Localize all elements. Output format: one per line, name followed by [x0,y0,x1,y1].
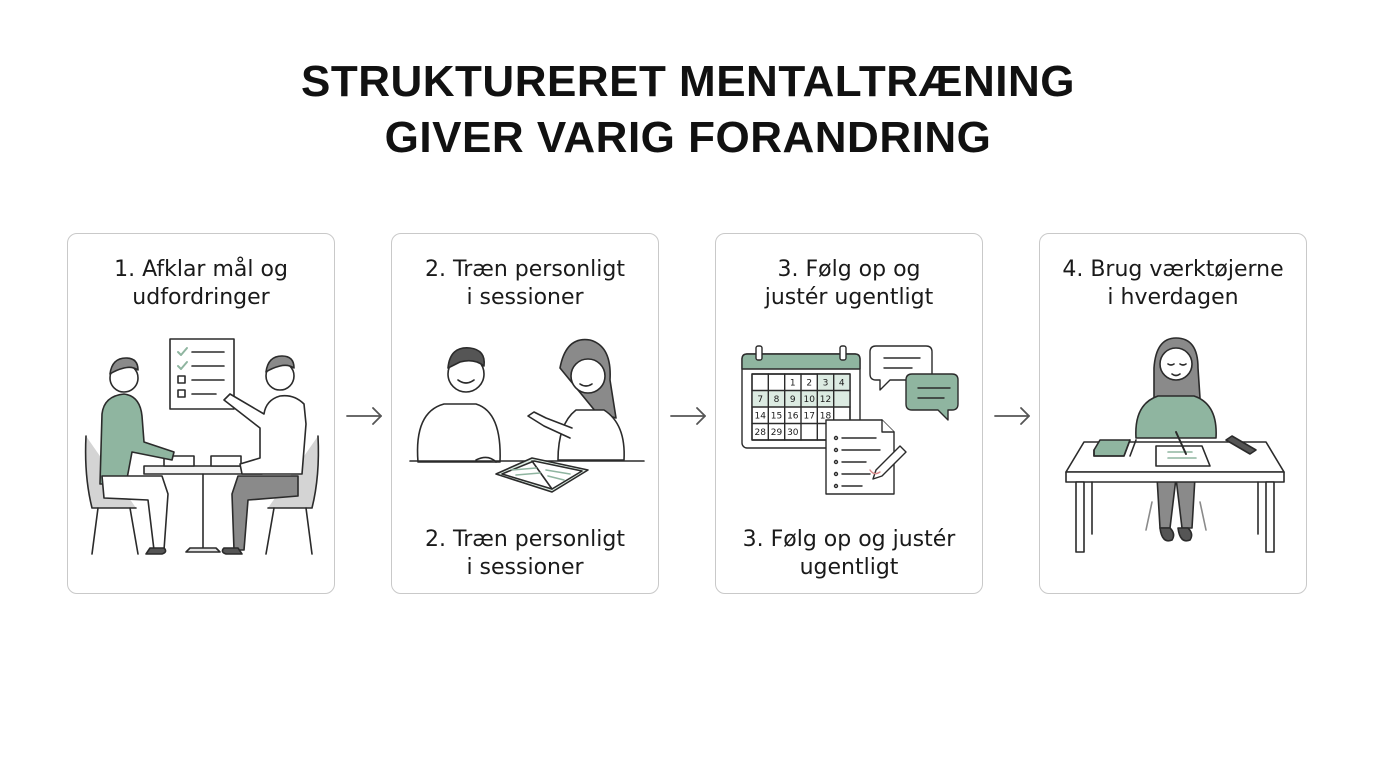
pencil-icon [869,445,907,480]
step-card-4: 4. Brug værktøjerne i hverdagen [1039,233,1307,594]
paper-sheet [1155,445,1211,467]
step-2-caption: 2. Træn personligt i sessioner [392,526,658,582]
calendar-day: 15 [771,411,782,421]
calendar-day: 16 [787,411,799,421]
step-card-2: 2. Træn personligt i sessioner [391,233,659,594]
step-1-title: 1. Afklar mål og udfordringer [68,256,334,312]
page-title-line-1: STRUKTURERET MENTALTRÆNING [301,57,1075,106]
calendar-day: 9 [790,395,796,405]
step-2-title-line-2: i sessioner [466,285,584,310]
phone-icon [1225,435,1257,455]
arrow-right-icon [670,407,706,425]
document-icon [825,419,895,495]
calendar-day: 14 [754,411,766,421]
arrow-right-icon [346,407,382,425]
pen [1175,431,1187,455]
step-3-caption: 3. Følg op og justér ugentligt [716,526,982,582]
step-1-illustration [84,338,320,555]
arrow-right-icon [994,407,1030,425]
calendar-day: 4 [839,378,845,388]
book-icon [495,457,589,493]
step-4-illustration [1065,337,1285,553]
calendar-day: 29 [771,428,783,438]
calendar-day: 30 [787,428,799,438]
person-writing [1135,337,1217,542]
step-4-title-line-1: 4. Brug værktøjerne [1062,257,1284,282]
step-2-title: 2. Træn personligt i sessioner [392,256,658,312]
step-2-title-line-1: 2. Træn personligt [425,257,625,282]
person-left [99,357,175,555]
page-title-line-2: GIVER VARIG FORANDRING [384,113,992,162]
step-3-title-line-1: 3. Følg op og [777,257,921,282]
calendar-day: 8 [774,395,780,405]
person-right [221,355,307,555]
calendar-day: 3 [823,378,829,388]
calendar-day: 28 [754,428,766,438]
person-woman [527,338,625,461]
step-1-title-line-2: udfordringer [132,285,270,310]
checklist-icon [169,338,235,410]
step-3-title-line-2: justér ugentligt [764,285,934,310]
person-man [416,347,501,463]
table [143,455,263,553]
calendar-day: 2 [806,378,812,388]
notebook-icon [1093,439,1137,457]
step-4-title-line-2: i hverdagen [1107,285,1239,310]
step-2-caption-line-1: 2. Træn personligt [425,527,625,552]
step-card-1: 1. Afklar mål og udfordringer [67,233,335,594]
chat-bubble-icon [905,373,959,421]
step-2-illustration [409,338,645,493]
step-3-title: 3. Følg op og justér ugentligt [716,256,982,312]
calendar-day: 7 [757,395,763,405]
page-title: STRUKTURERET MENTALTRÆNING GIVER VARIG F… [0,54,1376,166]
step-3-caption-line-1: 3. Følg op og justér [742,527,956,552]
step-1-title-line-1: 1. Afklar mål og [114,257,288,282]
calendar-day: 18 [820,411,832,421]
calendar-day: 10 [803,395,815,405]
calendar-day: 17 [803,411,814,421]
calendar-day: 1 [790,378,796,388]
step-3-caption-line-2: ugentligt [799,555,899,580]
step-2-caption-line-2: i sessioner [466,555,584,580]
step-4-title: 4. Brug værktøjerne i hverdagen [1040,256,1306,312]
calendar-day: 12 [820,395,831,405]
